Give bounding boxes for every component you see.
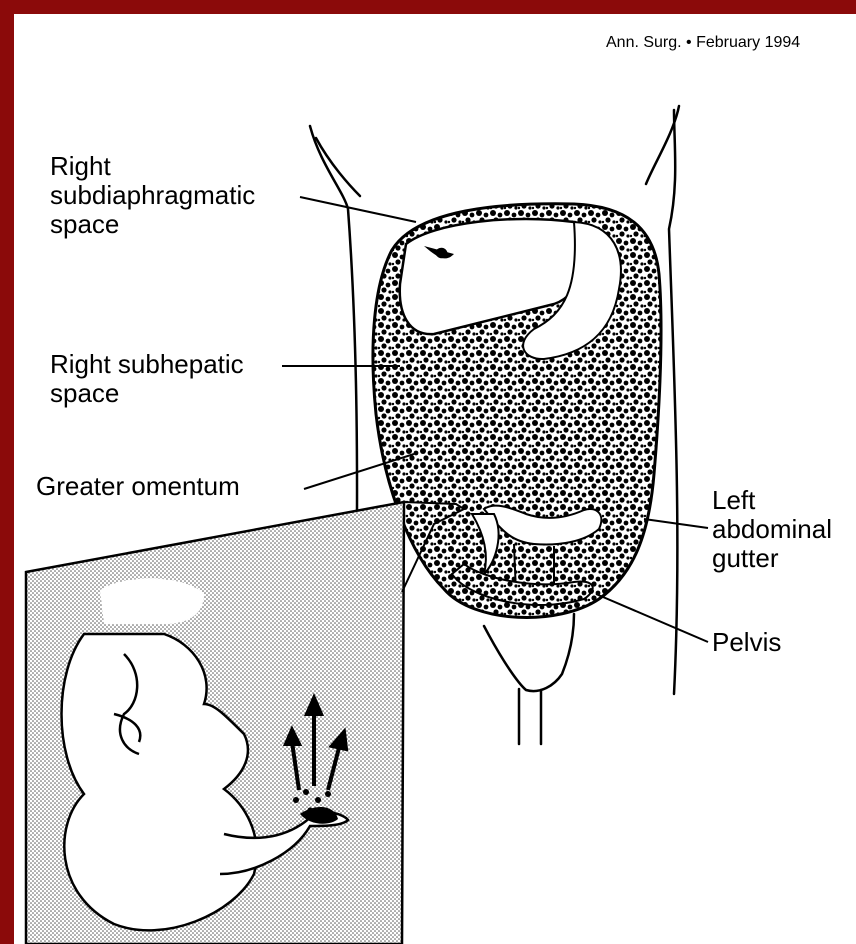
label-line: Greater omentum [36, 472, 240, 501]
label-line: Left [712, 486, 832, 515]
label-line: Right [50, 152, 255, 181]
label-line: space [50, 210, 255, 239]
label-right-subhepatic-space: Right subhepatic space [50, 350, 244, 408]
label-greater-omentum: Greater omentum [36, 472, 240, 501]
label-line: space [50, 379, 244, 408]
label-pelvis: Pelvis [712, 628, 781, 657]
label-line: Pelvis [712, 628, 781, 657]
label-line: Right subhepatic [50, 350, 244, 379]
figure-page: Ann. Surg. • February 1994 Right subdiap… [14, 14, 856, 944]
journal-citation: Ann. Surg. • February 1994 [606, 34, 800, 52]
label-line: gutter [712, 544, 832, 573]
label-line: subdiaphragmatic [50, 181, 255, 210]
label-left-abdominal-gutter: Left abdominal gutter [712, 486, 832, 573]
label-line: abdominal [712, 515, 832, 544]
label-right-subdiaphragmatic-space: Right subdiaphragmatic space [50, 152, 255, 239]
